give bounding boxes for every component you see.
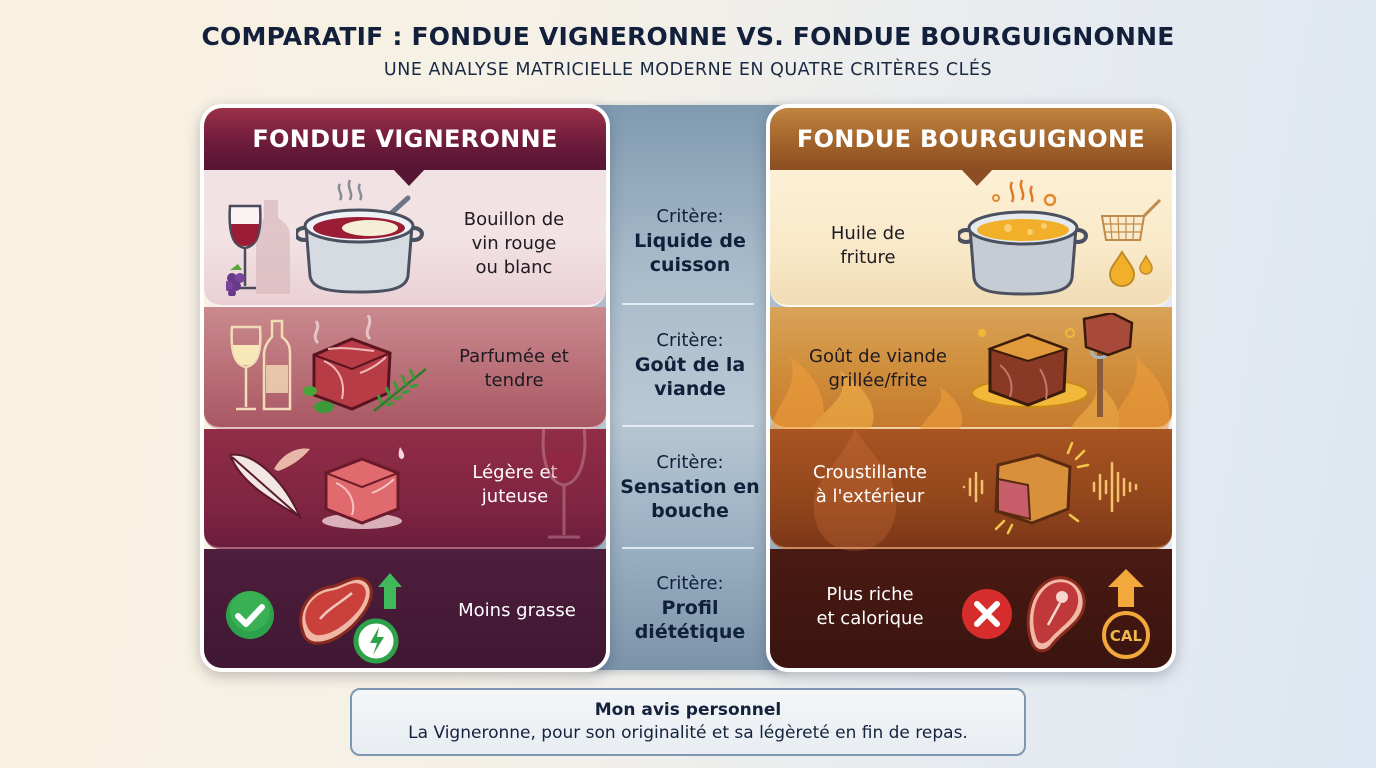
vigneronne-row-mouthfeel: Légère et juteuse [204, 425, 606, 549]
svg-text:CAL: CAL [1110, 627, 1143, 645]
wine-glass-watermark-icon [541, 425, 587, 539]
meat-cube-icon [303, 315, 427, 413]
criterion-name: cuisson [649, 254, 731, 276]
feather-icon [228, 448, 310, 520]
criterion-name: diététique [634, 621, 746, 643]
steak-icon [1026, 576, 1086, 653]
vigneronne-diet-text: Moins grasse [458, 600, 576, 621]
criterion-prefix: Critère: [656, 206, 724, 227]
criterion-name: Liquide de [634, 230, 746, 252]
cooking-pot-icon [296, 179, 424, 294]
calorie-up-icon: CAL [1102, 569, 1150, 659]
vigneronne-taste-text: Parfumée et tendre [459, 346, 569, 391]
verdict-box: Mon avis personnel La Vigneronne, pour s… [350, 688, 1026, 756]
wine-glass-icon [226, 200, 290, 296]
criterion-name: Sensation en [620, 476, 760, 498]
page-subtitle: UNE ANALYSE MATRICIELLE MODERNE EN QUATR… [383, 60, 993, 80]
vigneronne-header: FONDUE VIGNERONNE [204, 108, 606, 170]
bourguignonne-row-diet: Plus riche et calorique CAL [770, 549, 1172, 668]
criterion-divider [622, 425, 754, 427]
bourguignonne-panel: FONDUE BOURGUIGNONE Plus riche et calori… [766, 104, 1176, 672]
criteria-column [592, 105, 788, 670]
criterion-name: Profil [661, 597, 719, 619]
lean-steak-icon [299, 573, 402, 664]
criterion-name: Goût de la [634, 354, 746, 376]
criterion-divider [622, 547, 754, 549]
vigneronne-liquid-text: Bouillon de vin rouge ou blanc [463, 209, 565, 278]
criterion-1: Critère: Liquide de cuisson [592, 205, 788, 277]
vigneronne-row-liquid: Bouillon de vin rouge ou blanc [204, 166, 606, 307]
bourguignonne-mouthfeel-text: Croustillante à l'extérieur [812, 462, 927, 507]
crispy-meat-icon [962, 441, 1138, 535]
criterion-4: Critère: Profil diététique [592, 572, 788, 644]
vigneronne-panel: FONDUE VIGNERONNE Moins grasse [200, 104, 610, 672]
juicy-meat-cube-icon [322, 447, 405, 529]
fried-meat-icon [971, 313, 1134, 417]
criterion-name: bouche [651, 500, 729, 522]
bourguignonne-diet-text: Plus riche et calorique [816, 584, 924, 629]
bourguignonne-taste-text: Goût de viande grillée/frite [809, 346, 947, 391]
cross-badge-icon [962, 589, 1012, 639]
criterion-3: Critère: Sensation en bouche [592, 451, 788, 523]
bourguignonne-row-mouthfeel: Croustillante à l'extérieur [770, 429, 1172, 551]
bourguignonne-header: FONDUE BOURGUIGNONE [770, 108, 1172, 170]
oil-pot-icon [958, 179, 1088, 296]
check-badge-icon [226, 591, 274, 639]
vigneronne-row-taste: Parfumée et tendre [204, 307, 606, 429]
vigneronne-row-diet: Moins grasse [204, 549, 606, 668]
criterion-prefix: Critère: [656, 330, 724, 351]
sound-wave-icon [962, 461, 1138, 513]
criterion-name: viande [654, 378, 726, 400]
criterion-prefix: Critère: [656, 573, 724, 594]
bourguignonne-row-liquid: Huile de friture [770, 166, 1172, 307]
page-title: COMPARATIF : FONDUE VIGNERONNE VS. FONDU… [201, 22, 1175, 51]
flame-watermark-icon [813, 429, 897, 551]
criterion-divider [622, 303, 754, 305]
bourguignonne-row-taste: Goût de viande grillée/frite [770, 307, 1172, 429]
vigneronne-mouthfeel-text: Légère et juteuse [472, 462, 558, 507]
white-wine-glass-icon [230, 319, 292, 411]
verdict-title: Mon avis personnel [594, 700, 782, 720]
verdict-text: La Vigneronne, pour son originalité et s… [408, 723, 968, 743]
frying-basket-icon [1100, 198, 1162, 288]
bourguignonne-liquid-text: Huile de friture [830, 223, 906, 268]
criterion-2: Critère: Goût de la viande [592, 329, 788, 401]
criterion-prefix: Critère: [656, 452, 724, 473]
flames-icon [770, 357, 1170, 429]
